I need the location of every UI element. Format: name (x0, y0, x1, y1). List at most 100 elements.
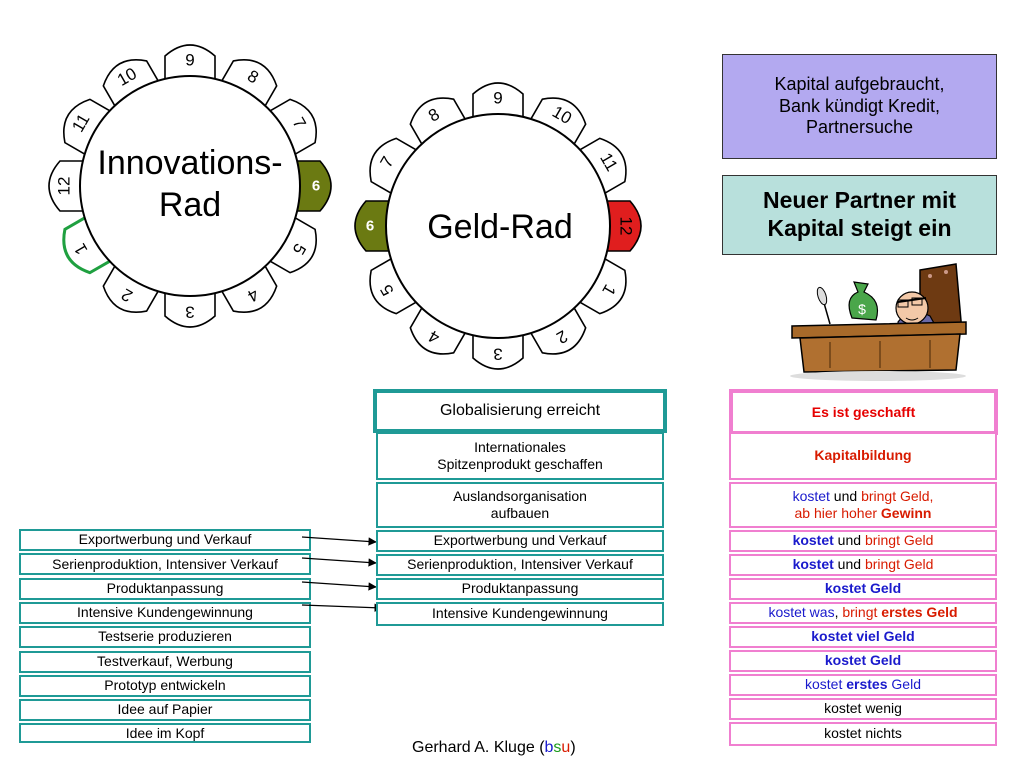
middle-row-abroad: Auslandsorganisation aufbauen (376, 482, 664, 528)
left-step-row: Produktanpassung (19, 577, 311, 600)
wheel-petal (369, 137, 420, 196)
wheel-petal (293, 160, 332, 212)
wheel-petal (528, 304, 587, 355)
wheel-petal-shape (369, 256, 420, 315)
money-wheel-hub (385, 113, 611, 339)
middle-row-text: Exportwerbung und Verkauf (433, 532, 607, 549)
wheel-petal (102, 59, 161, 110)
left-step-row: Intensive Kundengewinnung (19, 601, 311, 624)
cost-text: kostet Geld (824, 652, 902, 669)
cost-row: kostet viel Geld (729, 626, 997, 648)
innovation-wheel-label-1: Innovations- (97, 144, 282, 182)
wheel-petal (102, 262, 161, 313)
arrow-1 (301, 536, 377, 546)
wheel-petal-number: 6 (366, 218, 374, 235)
wheel-petal (409, 304, 468, 355)
left-step-text: Idee im Kopf (125, 724, 205, 741)
wheel-petal-number: 3 (493, 345, 502, 364)
wheel-petal-number: 6 (312, 178, 320, 195)
cost-row: kostet und bringt Geld (729, 530, 997, 552)
cost-line: kostet und bringt Geld (793, 532, 934, 550)
middle-row: Intensive Kundengewinnung (376, 602, 664, 626)
author-close: ) (570, 739, 576, 756)
middle-row-international-l2: Spitzenprodukt geschaffen (437, 456, 603, 472)
wheel-petal-shape (293, 160, 332, 212)
cost-line: kostet und bringt Geld (793, 556, 934, 574)
cost-line: kostet und bringt Geld, (793, 488, 934, 506)
cost-line: ab hier hoher Gewinn (795, 505, 932, 523)
bank-info-line3: Partnersuche (805, 117, 914, 138)
left-step-text: Exportwerbung und Verkauf (78, 531, 252, 548)
author-credit: Gerhard A. Kluge (bsu) (412, 739, 576, 757)
wheel-petal (354, 200, 393, 252)
cost-text: bringt Geld (864, 532, 934, 549)
wheel-petal (472, 331, 524, 370)
middle-row: Serienproduktion, Intensiver Verkauf (376, 554, 664, 576)
wheel-petal-shape (409, 97, 468, 148)
wheel-petal-shape (472, 331, 524, 370)
wheel-petal-shape (102, 262, 161, 313)
cost-text: bringt Geld, (861, 487, 934, 504)
wheel-petal (164, 44, 216, 83)
cost-row: kostet und bringt Geld, ab hier hoher Ge… (729, 482, 997, 528)
cost-text: kostet (792, 532, 834, 549)
wheel-petal-shape (369, 137, 420, 196)
left-step-text: Idee auf Papier (117, 701, 213, 718)
done-header-text: Es ist geschafft (811, 404, 916, 420)
new-partner-box: Neuer Partner mit Kapital steigt ein (722, 175, 997, 255)
middle-row-international-l1: Internationales (474, 438, 566, 455)
cost-text: Gewinn (880, 505, 932, 521)
cost-text: Geld (887, 676, 921, 693)
author-letter-b: b (544, 739, 554, 756)
cost-text: kostet viel Geld (811, 628, 915, 645)
cost-text: kostet nichts (824, 725, 902, 742)
transfer-arrows (301, 536, 383, 612)
wheel-petal-number: 12 (617, 217, 636, 236)
wheel-petal (219, 59, 278, 110)
middle-row-text: Intensive Kundengewinnung (432, 605, 608, 622)
author-letter-s: s (553, 739, 562, 756)
middle-row: Produktanpassung (376, 578, 664, 600)
wheel-petal (528, 97, 587, 148)
cost-row: kostet Geld (729, 578, 997, 600)
author-letter-u: u (561, 739, 571, 756)
svg-text:$: $ (858, 301, 866, 317)
left-step-text: Testverkauf, Werbung (97, 652, 233, 669)
cost-row: kostet nichts (729, 722, 997, 746)
wheel-petal (266, 98, 317, 157)
wheel-petal-shape (528, 304, 587, 355)
cost-text: , (834, 604, 843, 621)
cost-text: bringt (842, 604, 882, 621)
wheel-petal-number: 12 (55, 177, 74, 196)
left-step-row: Idee im Kopf (19, 723, 311, 744)
cost-row-kapitalbildung: Kapitalbildung (729, 432, 997, 480)
cost-text: und (833, 556, 865, 573)
wheel-petal (472, 82, 524, 121)
wheel-petal (576, 137, 627, 196)
wheel-petal-shape (102, 59, 161, 110)
cost-text: ab hier hoher (794, 505, 881, 521)
cost-text: erstes (846, 676, 888, 693)
wheel-petal-shape (266, 98, 317, 157)
wheel-petal (62, 214, 115, 275)
wheel-petal-shape (63, 98, 114, 157)
wheel-petal (603, 200, 642, 252)
wheel-petal (266, 215, 317, 274)
left-step-row: Testserie produzieren (19, 626, 311, 649)
globalization-header-text: Globalisierung erreicht (439, 402, 601, 419)
arrow-4 (301, 603, 383, 612)
wheel-petal-number: 9 (493, 89, 502, 108)
middle-row-international: Internationales Spitzenprodukt geschaffe… (376, 432, 664, 480)
wheel-petal-shape (576, 137, 627, 196)
new-partner-line1: Neuer Partner mit (762, 187, 956, 214)
left-step-row: Testverkauf, Werbung (19, 650, 311, 673)
wheel-petal-shape (219, 59, 278, 110)
cost-text: kostet (792, 487, 830, 504)
done-header: Es ist geschafft (729, 389, 998, 435)
wheel-petal-shape (164, 44, 216, 83)
cost-row: kostet und bringt Geld (729, 554, 997, 576)
wheel-petal-shape (603, 200, 642, 252)
